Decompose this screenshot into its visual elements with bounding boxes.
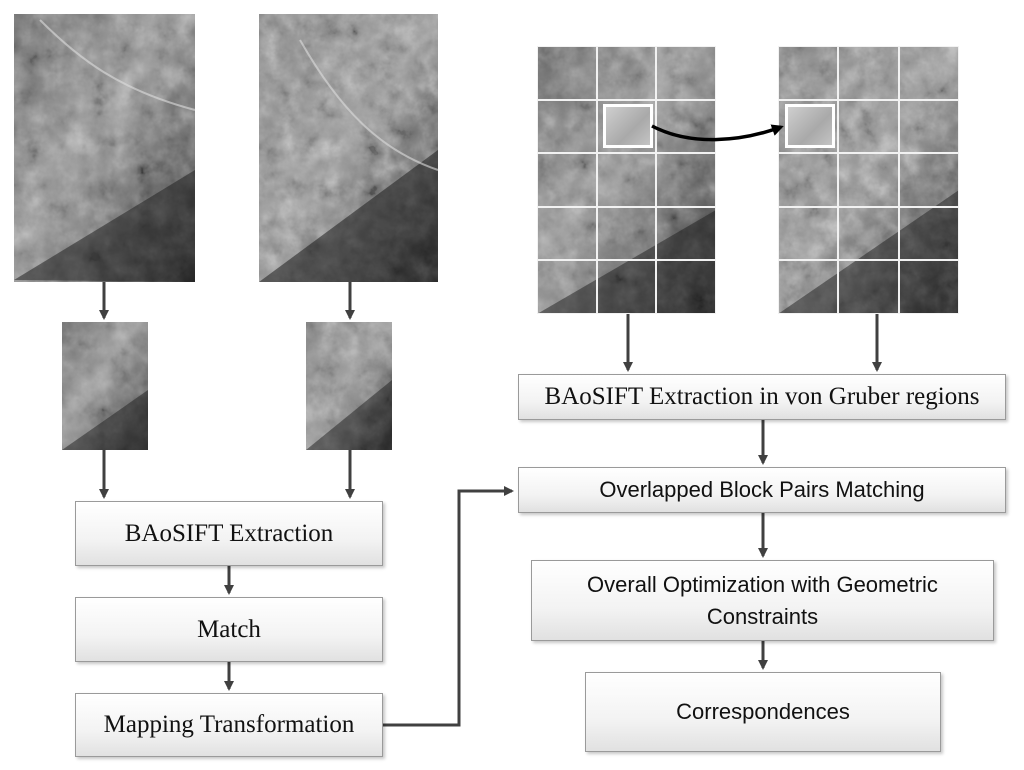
von-gruber-grid-right bbox=[778, 46, 959, 314]
mapping-transformation-label: Mapping Transformation bbox=[103, 711, 355, 738]
baosift-extraction-box: BAoSIFT Extraction bbox=[75, 501, 383, 566]
gridded-image-left bbox=[537, 46, 716, 314]
gridded-image-right bbox=[778, 46, 959, 314]
match-box: Match bbox=[75, 597, 383, 662]
flow-arrows bbox=[99, 282, 882, 727]
aerial-image-right-small bbox=[306, 322, 392, 450]
overlapped-block-pairs-label: Overlapped Block Pairs Matching bbox=[599, 477, 925, 503]
baosift-extraction-label: BAoSIFT Extraction bbox=[124, 519, 334, 547]
overall-optimization-label-line2: Constraints bbox=[706, 603, 819, 629]
mapping-transformation-box: Mapping Transformation bbox=[75, 693, 383, 757]
highlighted-block-right bbox=[785, 104, 835, 148]
baosift-von-gruber-label: BAoSIFT Extraction in von Gruber regions bbox=[544, 383, 980, 410]
aerial-image-right-large bbox=[259, 14, 439, 282]
aerial-image-left-large bbox=[14, 14, 196, 282]
von-gruber-grid-left bbox=[537, 46, 716, 314]
overlapped-block-pairs-box: Overlapped Block Pairs Matching bbox=[518, 467, 1006, 513]
match-label: Match bbox=[197, 615, 261, 643]
overall-optimization-box: Overall Optimization with Geometric Cons… bbox=[531, 560, 994, 641]
arrow-mapping-to-block-pairs bbox=[383, 486, 514, 727]
baosift-von-gruber-box: BAoSIFT Extraction in von Gruber regions bbox=[518, 374, 1006, 420]
aerial-image-left-small bbox=[62, 322, 148, 450]
correspondences-box: Correspondences bbox=[585, 672, 941, 752]
overall-optimization-label-line1: Overall Optimization with Geometric bbox=[587, 571, 938, 597]
correspondences-label: Correspondences bbox=[676, 699, 850, 725]
highlighted-block-left bbox=[603, 104, 653, 148]
